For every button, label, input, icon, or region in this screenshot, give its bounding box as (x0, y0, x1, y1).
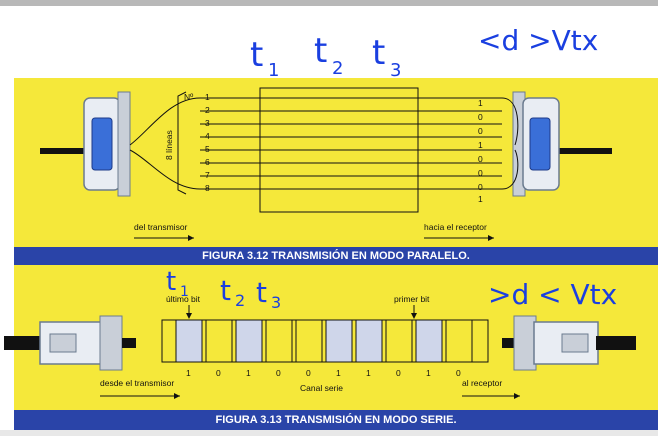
first-bit-label: primer bit (394, 294, 430, 304)
left-connector-parallel (40, 91, 131, 197)
parallel-lines (129, 87, 519, 213)
figure-313-caption: FIGURA 3.13 TRANSMISIÓN EN MODO SERIE. (14, 410, 658, 430)
serial-bit: 1 (246, 368, 251, 378)
serial-bit: 0 (216, 368, 221, 378)
serial-bit: 1 (336, 368, 341, 378)
last-bit-label: último bit (166, 294, 201, 304)
line-number: 7 (205, 170, 210, 180)
parallel-bit: 0 (478, 112, 483, 122)
handwritten-serial-t1: t (166, 267, 176, 297)
handwritten-t3: t (372, 33, 385, 73)
parallel-bit: 0 (478, 154, 483, 164)
handwritten-serial-t2: t (220, 274, 231, 307)
parallel-bit: 0 (478, 182, 483, 192)
parallel-bit: 1 (478, 194, 483, 204)
line-number: 8 (205, 183, 210, 193)
serial-bit: 0 (396, 368, 401, 378)
right-connector-parallel (512, 91, 612, 197)
parallel-bit: 0 (478, 126, 483, 136)
serial-bit: 0 (306, 368, 311, 378)
handwritten-serial-t2-subscript: 2 (235, 291, 245, 310)
line-number: 2 (205, 105, 210, 115)
bottom-strip (0, 430, 658, 436)
right-connector-serial (502, 315, 636, 371)
arrow-down-icon (186, 313, 192, 319)
line-number: 3 (205, 118, 210, 128)
handwritten-t2-subscript: 2 (332, 58, 343, 79)
top-bar (0, 0, 658, 6)
line-number: 4 (205, 131, 210, 141)
parallel-bit: 1 (478, 98, 483, 108)
handwritten-t1: t (250, 35, 263, 75)
serial-channel-label: Canal serie (300, 383, 343, 393)
handwritten-t1-subscript: 1 (268, 60, 279, 81)
arrow-right-icon (514, 393, 520, 399)
handwritten-note-bottom: >d < Vtx (488, 278, 617, 311)
line-number: 5 (205, 144, 210, 154)
handwritten-t2: t (314, 31, 327, 71)
serial-channel (161, 319, 489, 363)
handwritten-annotations: t 1 t 2 t 3 <d >Vtx t 1 t 2 t 3 >d < Vtx (166, 24, 617, 312)
parallel-bit: 0 (478, 168, 483, 178)
eight-lines-label: 8 líneas (164, 130, 174, 160)
figure-312-caption: FIGURA 3.12 TRANSMISIÓN EN MODO PARALELO… (14, 247, 658, 265)
serial-bit: 1 (366, 368, 371, 378)
line-number: 6 (205, 157, 210, 167)
serial-bit: 0 (276, 368, 281, 378)
arrow-right-icon (174, 393, 180, 399)
parallel-bit: 1 (478, 140, 483, 150)
serial-bit: 0 (456, 368, 461, 378)
arrow-down-icon (411, 313, 417, 319)
serial-bit: 1 (426, 368, 431, 378)
handwritten-serial-t1-subscript: 1 (180, 284, 189, 300)
handwritten-note-top: <d >Vtx (478, 24, 598, 57)
to-receiver-label: hacia el receptor (424, 222, 487, 232)
arrow-right-icon (188, 235, 194, 241)
handwritten-serial-t3-subscript: 3 (271, 293, 281, 312)
serial-bit: 1 (186, 368, 191, 378)
line-number-label: Nº (184, 92, 193, 102)
handwritten-serial-t3: t (256, 276, 267, 309)
arrow-right-icon (488, 235, 494, 241)
handwritten-t3-subscript: 3 (390, 60, 401, 81)
left-connector-serial (4, 315, 136, 371)
from-transmitter-label: desde el transmisor (100, 378, 174, 388)
to-receiver-label: al receptor (462, 378, 502, 388)
line-number: 1 (205, 92, 210, 102)
from-transmitter-label: del transmisor (134, 222, 188, 232)
